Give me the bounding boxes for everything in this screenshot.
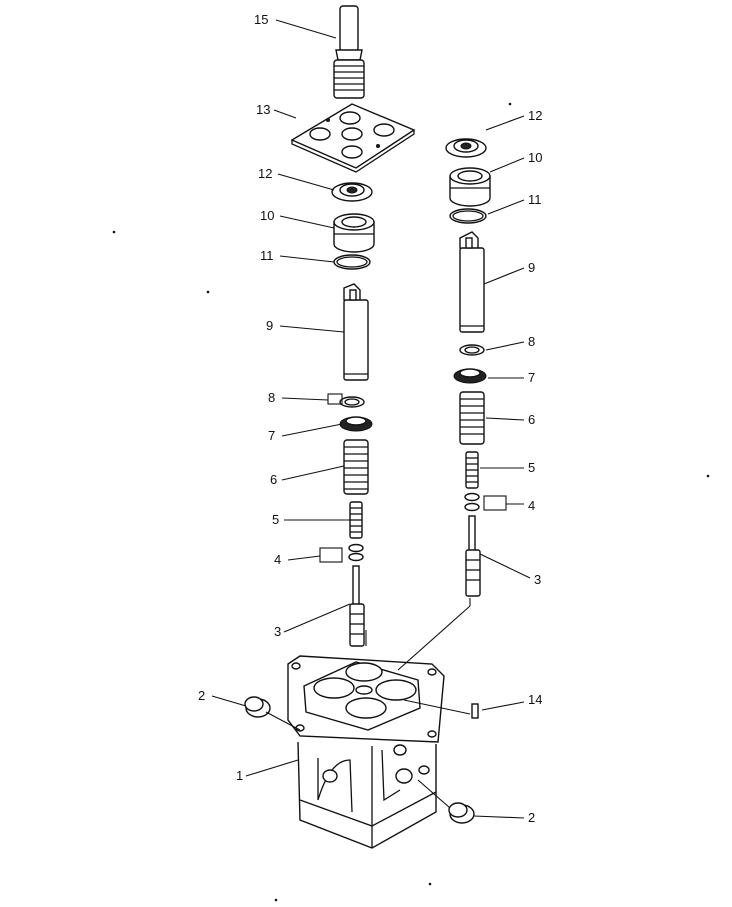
part-1-valve-body — [287, 655, 445, 849]
part-11-right-o-ring — [449, 208, 487, 224]
callout-1: 1 — [236, 768, 243, 783]
part-12-left-retainer — [331, 182, 373, 202]
part-6-left-spring — [343, 439, 369, 495]
callout-2-left: 2 — [198, 688, 205, 703]
callout-15: 15 — [254, 12, 268, 27]
part-3-right-spool — [465, 515, 481, 597]
part-12-right-retainer — [445, 138, 487, 158]
scan-specks — [112, 102, 710, 902]
part-8-right-clip — [459, 344, 485, 356]
callout-3-left: 3 — [274, 624, 281, 639]
callout-3-right: 3 — [534, 572, 541, 587]
callout-11-right: 11 — [528, 192, 542, 207]
callout-14: 14 — [528, 692, 542, 707]
callout-10-left: 10 — [260, 208, 274, 223]
part-5-right-spring — [465, 451, 479, 489]
part-2-right-plug — [448, 802, 475, 824]
callout-9-left: 9 — [266, 318, 273, 333]
part-2-left-plug — [244, 696, 271, 718]
part-7-left-seat — [339, 416, 373, 432]
part-10-right-bushing — [449, 167, 491, 207]
part-4-left-washers — [348, 543, 364, 562]
part-7-right-seat — [453, 368, 487, 384]
part-13-plate — [290, 103, 416, 173]
callout-8-right: 8 — [528, 334, 535, 349]
callout-labels: 15 13 12 10 11 9 8 7 6 5 4 3 2 1 12 10 1… — [198, 12, 542, 825]
callout-7-left: 7 — [268, 428, 275, 443]
callout-12-left: 12 — [258, 166, 272, 181]
callout-9-right: 9 — [528, 260, 535, 275]
part-4-right-washers — [464, 492, 480, 512]
part-6-right-spring — [459, 391, 485, 445]
callout-10-right: 10 — [528, 150, 542, 165]
part-8-left-clip — [339, 396, 365, 408]
leader-lines — [211, 19, 531, 819]
callout-2-right: 2 — [528, 810, 535, 825]
callout-6-left: 6 — [270, 472, 277, 487]
callout-6-right: 6 — [528, 412, 535, 427]
callout-7-right: 7 — [528, 370, 535, 385]
part-3-left-spool — [349, 565, 365, 647]
callout-12-right: 12 — [528, 108, 542, 123]
part-5-left-spring — [349, 501, 363, 539]
callout-5-right: 5 — [528, 460, 535, 475]
callout-4-left: 4 — [274, 552, 281, 567]
callout-4-right: 4 — [528, 498, 535, 513]
part-11-left-o-ring — [333, 254, 371, 270]
part-14-pin — [471, 703, 479, 719]
callout-11-left: 11 — [260, 248, 274, 263]
part-9-right-piston — [459, 231, 485, 333]
part-10-left-bushing — [333, 213, 375, 253]
callout-8-left: 8 — [268, 390, 275, 405]
callout-5-left: 5 — [272, 512, 279, 527]
part-15-lever-shaft — [333, 5, 365, 99]
part-9-left-piston — [343, 283, 369, 381]
callout-13: 13 — [256, 102, 270, 117]
